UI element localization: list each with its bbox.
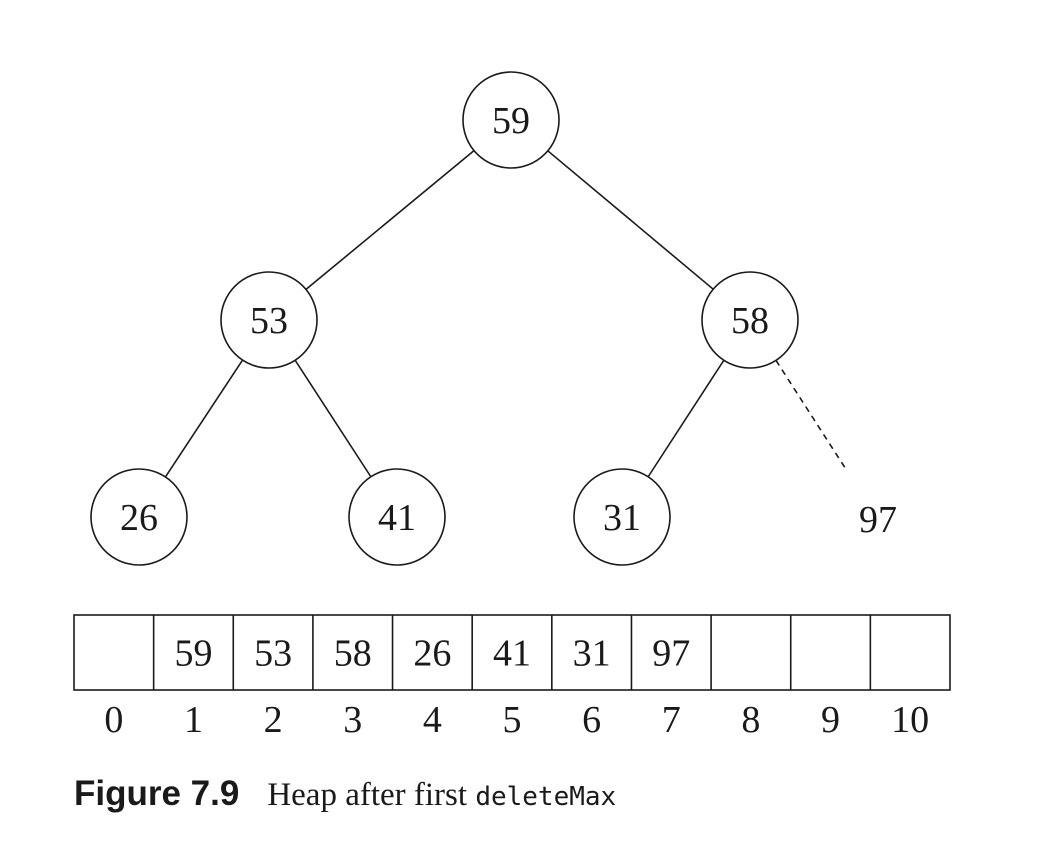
figure-label: Figure 7.9 bbox=[74, 774, 240, 813]
array-index-3: 3 bbox=[343, 699, 362, 741]
tree-edge-n3-n7 bbox=[775, 359, 848, 471]
node-circle bbox=[701, 271, 799, 369]
tree-nodes: 59 53 58 26 41 31 97 bbox=[90, 71, 897, 566]
heap-node-n7: 97 bbox=[859, 499, 897, 541]
array-cell-1: 59 bbox=[174, 633, 212, 675]
array-index-8: 8 bbox=[741, 699, 760, 741]
heap-node-n6: 31 bbox=[573, 468, 671, 566]
array-cell-6: 31 bbox=[573, 633, 611, 675]
array-cell-2: 53 bbox=[254, 633, 292, 675]
node-circle bbox=[90, 468, 188, 566]
tree-edge-n1-n2 bbox=[305, 149, 475, 291]
node-circle bbox=[573, 468, 671, 566]
array-cell-3: 58 bbox=[334, 633, 372, 675]
array-index-7: 7 bbox=[662, 699, 681, 741]
tree-edge-n2-n4 bbox=[164, 359, 244, 478]
array-index-4: 4 bbox=[423, 699, 442, 741]
array-index-5: 5 bbox=[503, 699, 522, 741]
node-circle bbox=[220, 271, 318, 369]
heap-node-n1: 59 bbox=[462, 71, 560, 169]
node-label: 59 bbox=[492, 100, 530, 142]
array-index-10: 10 bbox=[891, 699, 929, 741]
heap-node-n3: 58 bbox=[701, 271, 799, 369]
node-circle bbox=[462, 71, 560, 169]
figure-caption-text: Heap after first deleteMax bbox=[267, 777, 616, 813]
heap-node-n5: 41 bbox=[348, 468, 446, 566]
tree-edge-n2-n5 bbox=[294, 359, 372, 478]
node-label: 97 bbox=[859, 499, 897, 541]
node-label: 41 bbox=[378, 497, 416, 539]
node-label: 31 bbox=[603, 497, 641, 539]
array-indices: 0 1 2 3 4 5 6 7 8 9 10 bbox=[104, 699, 929, 741]
tree-edge-n1-n3 bbox=[547, 150, 714, 290]
array-index-0: 0 bbox=[104, 699, 123, 741]
array-cell-5: 41 bbox=[493, 633, 531, 675]
heap-node-n2: 53 bbox=[220, 271, 318, 369]
array-frame bbox=[73, 614, 951, 691]
caption-code: deleteMax bbox=[475, 782, 617, 812]
node-label: 58 bbox=[731, 300, 769, 342]
tree-edges bbox=[164, 149, 848, 478]
tree-edge-n3-n6 bbox=[647, 359, 725, 478]
figure-caption: Figure 7.9 Heap after first deleteMax bbox=[74, 776, 616, 812]
array-index-6: 6 bbox=[582, 699, 601, 741]
array-index-2: 2 bbox=[264, 699, 283, 741]
array-index-1: 1 bbox=[184, 699, 203, 741]
array-cell-7: 97 bbox=[652, 633, 690, 675]
heap-node-n4: 26 bbox=[90, 468, 188, 566]
heap-array: 59 53 58 26 41 31 97 bbox=[73, 614, 951, 691]
node-label: 53 bbox=[250, 300, 288, 342]
node-circle bbox=[348, 468, 446, 566]
array-index-9: 9 bbox=[821, 699, 840, 741]
node-label: 26 bbox=[120, 497, 158, 539]
caption-text: Heap after first bbox=[267, 777, 476, 813]
array-cell-4: 26 bbox=[413, 633, 451, 675]
